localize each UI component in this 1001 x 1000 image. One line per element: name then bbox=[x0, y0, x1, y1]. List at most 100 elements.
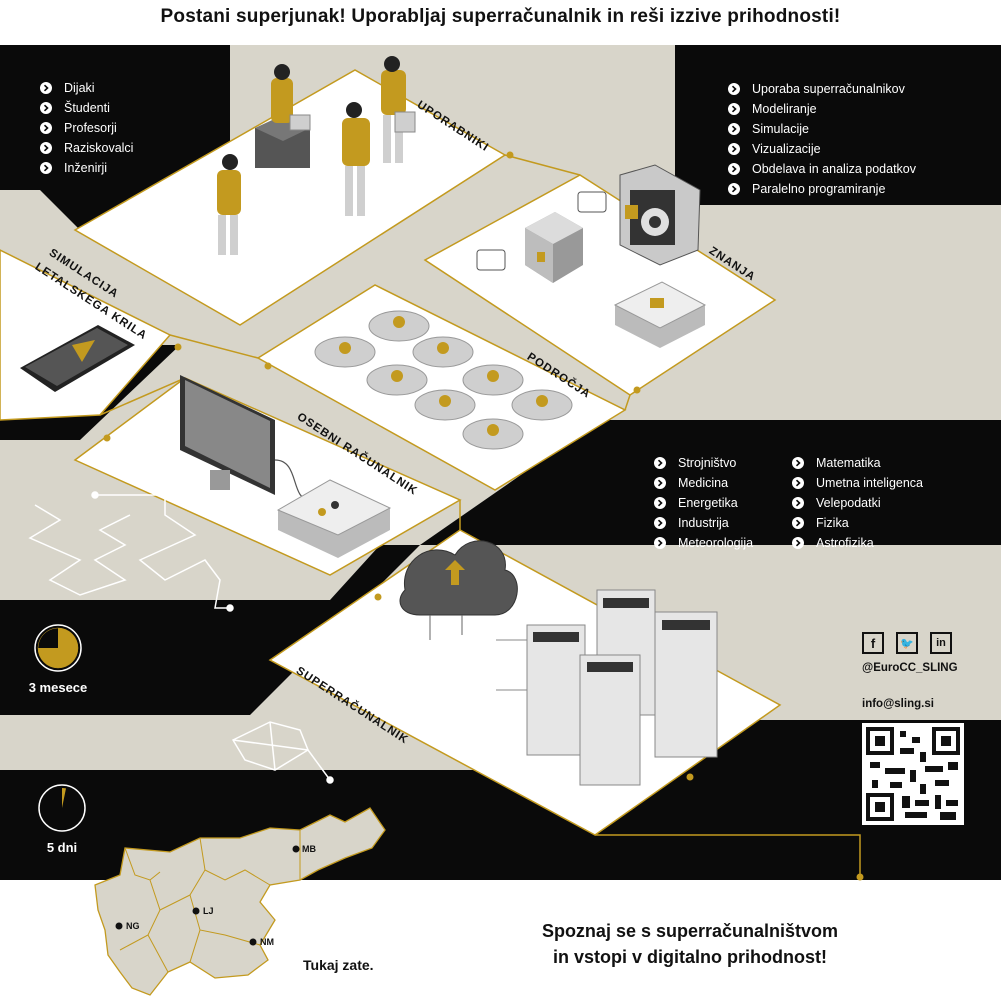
list-item: Simulacije bbox=[728, 119, 916, 139]
list-item-label: Raziskovalci bbox=[64, 141, 134, 155]
chevron-circle-icon bbox=[728, 123, 740, 135]
chevron-circle-icon bbox=[792, 537, 804, 549]
slovenia-map bbox=[94, 807, 386, 996]
list-item-label: Dijaki bbox=[64, 81, 95, 95]
chevron-circle-icon bbox=[40, 142, 52, 154]
list-item: Fizika bbox=[792, 513, 923, 533]
cloud-illustration bbox=[399, 540, 518, 640]
qr-code bbox=[862, 723, 964, 825]
list-item: Inženirji bbox=[40, 158, 133, 178]
list-item: Umetna inteligenca bbox=[792, 473, 923, 493]
list-item-label: Inženirji bbox=[64, 161, 108, 175]
list-item-label: Paralelno programiranje bbox=[752, 182, 886, 196]
list-item-label: Vizualizacije bbox=[752, 142, 821, 156]
list-item: Astrofizika bbox=[792, 533, 923, 553]
list-item-label: Astrofizika bbox=[816, 536, 874, 550]
chevron-circle-icon bbox=[40, 162, 52, 174]
list-item-label: Velepodatki bbox=[816, 496, 881, 510]
list-item: Raziskovalci bbox=[40, 138, 133, 158]
page-title: Postani superjunak! Uporabljaj superraču… bbox=[160, 6, 841, 27]
chevron-circle-icon bbox=[728, 183, 740, 195]
list-item-label: Modeliranje bbox=[752, 102, 817, 116]
chevron-circle-icon bbox=[40, 122, 52, 134]
list-item-label: Simulacije bbox=[752, 122, 809, 136]
list-item: Dijaki bbox=[40, 78, 133, 98]
phone-simulation-illustration bbox=[20, 325, 135, 392]
social-handle[interactable]: @EuroCC_SLING bbox=[862, 662, 958, 674]
chevron-circle-icon bbox=[728, 143, 740, 155]
list-item-label: Energetika bbox=[678, 496, 738, 510]
list-item-label: Fizika bbox=[816, 516, 849, 530]
chevron-circle-icon bbox=[654, 477, 666, 489]
facebook-icon[interactable]: f bbox=[862, 632, 884, 654]
knowledge-illustration bbox=[476, 164, 707, 348]
panel-knowledge bbox=[423, 174, 777, 396]
panel-supercomputer bbox=[268, 529, 782, 836]
map-label-lj: LJ bbox=[203, 906, 214, 916]
linkedin-icon[interactable]: in bbox=[930, 632, 952, 654]
list-item: Študenti bbox=[40, 98, 133, 118]
list-item: Paralelno programiranje bbox=[728, 179, 916, 199]
chevron-circle-icon bbox=[728, 163, 740, 175]
duration-long: 3 mesece bbox=[28, 680, 88, 695]
chevron-circle-icon bbox=[792, 497, 804, 509]
list-item-label: Uporaba superračunalnikov bbox=[752, 82, 905, 96]
chevron-circle-icon bbox=[792, 517, 804, 529]
list-item: Velepodatki bbox=[792, 493, 923, 513]
chevron-circle-icon bbox=[728, 103, 740, 115]
tagline-line-1: Spoznaj se s superračunalništvom bbox=[541, 921, 839, 941]
list-item: Meteorologija bbox=[654, 533, 753, 553]
list-item: Energetika bbox=[654, 493, 753, 513]
list-item-label: Obdelava in analiza podatkov bbox=[752, 162, 917, 176]
list-item: Industrija bbox=[654, 513, 753, 533]
chevron-circle-icon bbox=[40, 102, 52, 114]
maze-icon bbox=[28, 491, 234, 612]
clock-3-months bbox=[34, 624, 82, 672]
list-item-label: Meteorologija bbox=[678, 536, 754, 550]
list-item: Strojništvo bbox=[654, 453, 753, 473]
map-label-nm: NM bbox=[260, 937, 274, 947]
list-item-label: Študenti bbox=[64, 101, 110, 115]
chevron-circle-icon bbox=[728, 83, 740, 95]
list-item-label: Medicina bbox=[678, 476, 729, 490]
list-item-label: Matematika bbox=[816, 456, 881, 470]
duration-short: 5 dni bbox=[46, 840, 78, 855]
chevron-circle-icon bbox=[40, 82, 52, 94]
chevron-circle-icon bbox=[654, 537, 666, 549]
list-item: Vizualizacije bbox=[728, 139, 916, 159]
list-item: Matematika bbox=[792, 453, 923, 473]
list-item-label: Industrija bbox=[678, 516, 729, 530]
chevron-circle-icon bbox=[654, 497, 666, 509]
list-item-label: Strojništvo bbox=[678, 456, 737, 470]
list-item: Medicina bbox=[654, 473, 753, 493]
map-label-mb: MB bbox=[302, 844, 316, 854]
email-link[interactable]: info@sling.si bbox=[862, 698, 934, 710]
map-caption: Tukaj zate. bbox=[303, 957, 374, 973]
list-item: Modeliranje bbox=[728, 99, 916, 119]
chevron-circle-icon bbox=[792, 457, 804, 469]
chevron-circle-icon bbox=[654, 457, 666, 469]
people-illustration bbox=[217, 56, 416, 255]
monitor-illustration bbox=[180, 375, 392, 558]
map-label-ng: NG bbox=[126, 921, 140, 931]
list-item: Profesorji bbox=[40, 118, 133, 138]
twitter-icon[interactable]: 🐦 bbox=[896, 632, 918, 654]
list-item: Obdelava in analiza podatkov bbox=[728, 159, 916, 179]
server-rack-illustration bbox=[496, 589, 718, 786]
chevron-circle-icon bbox=[792, 477, 804, 489]
network-diagram-icon bbox=[231, 721, 334, 784]
list-item-label: Umetna inteligenca bbox=[816, 476, 924, 490]
tagline-line-2: in vstopi v digitalno prihodnost! bbox=[553, 947, 827, 967]
tagline: Spoznaj se s superračunalništvom in vsto… bbox=[500, 918, 880, 970]
list-item-label: Profesorji bbox=[64, 121, 117, 135]
list-item: Uporaba superračunalnikov bbox=[728, 79, 916, 99]
dark-wedge bbox=[0, 545, 420, 715]
field-discs bbox=[314, 310, 573, 450]
clock-5-days bbox=[38, 784, 86, 832]
